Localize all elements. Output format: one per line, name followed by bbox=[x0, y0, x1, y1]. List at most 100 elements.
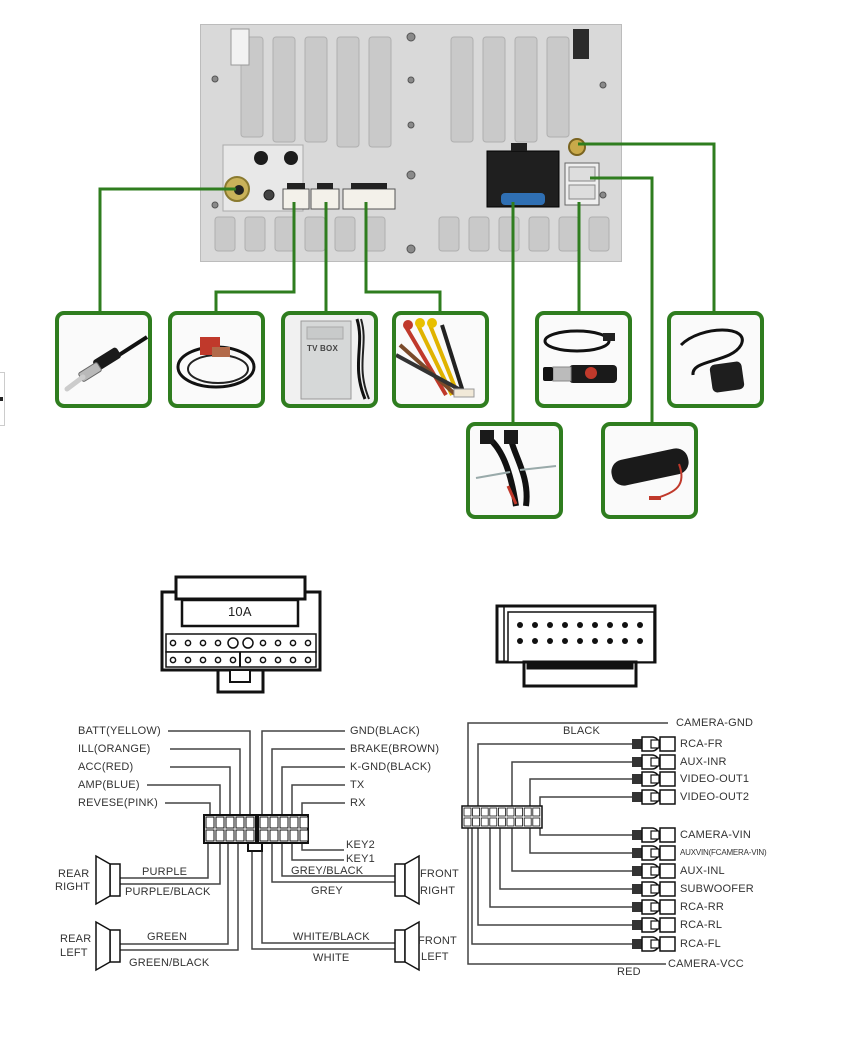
microphone-image bbox=[176, 337, 256, 389]
power-pin-top bbox=[184, 639, 192, 647]
rca-wire bbox=[477, 828, 632, 926]
av-plug-cell bbox=[532, 807, 541, 817]
wire-label-red: RED bbox=[617, 966, 641, 978]
av-pin-top bbox=[532, 622, 538, 628]
accessory-3g-dongle bbox=[601, 422, 698, 519]
rca-output-label: RCA-RR bbox=[680, 901, 724, 913]
fuse-rating: 10A bbox=[228, 604, 252, 619]
power-harness-cells bbox=[205, 816, 309, 842]
wire-label-purple: PURPLE bbox=[142, 866, 188, 878]
power-pin-top bbox=[274, 639, 282, 647]
tv-box-text: TV BOX bbox=[307, 344, 338, 353]
power-pin-bottom bbox=[169, 656, 177, 664]
power-pin-bottom bbox=[214, 656, 222, 664]
rca-plug-icon bbox=[632, 917, 676, 933]
3g-dongle-image bbox=[611, 448, 689, 500]
power-pin-bottom bbox=[244, 656, 252, 664]
speaker-label-rear-right-1: REAR bbox=[58, 868, 90, 880]
antenna-adapter-image bbox=[64, 335, 148, 392]
head-unit-rear-panel bbox=[200, 24, 622, 262]
av-pin-top bbox=[577, 622, 583, 628]
av-harness-cells bbox=[463, 807, 541, 827]
power-harness-image bbox=[475, 430, 557, 507]
rca-plug-icon bbox=[632, 736, 676, 752]
av-plug-cell bbox=[506, 807, 515, 817]
wire-label-ill: ILL(ORANGE) bbox=[78, 743, 151, 755]
rca-output-label: RCA-FL bbox=[680, 938, 721, 950]
rca-output-label: AUX-INL bbox=[680, 865, 725, 877]
av-pin-bottom bbox=[532, 638, 538, 644]
wire-label-acc: ACC(RED) bbox=[78, 761, 134, 773]
harness-cell bbox=[215, 816, 225, 829]
accessory-microphone-cable bbox=[168, 311, 265, 408]
rca-cable-image bbox=[396, 318, 475, 398]
rca-output-label: RCA-RL bbox=[680, 919, 723, 931]
power-pin-bottom bbox=[229, 656, 237, 664]
av-pin-bottom bbox=[607, 638, 613, 644]
wire-label-tx: TX bbox=[350, 779, 365, 791]
wire-label-white: WHITE bbox=[313, 952, 350, 964]
wire-label-camera-vcc: CAMERA-VCC bbox=[668, 958, 744, 970]
av-pin-bottom bbox=[592, 638, 598, 644]
harness-cell bbox=[269, 816, 279, 829]
rca-wire bbox=[529, 828, 632, 854]
av-plug-cell bbox=[463, 807, 472, 817]
rca-output-label: SUBWOOFER bbox=[680, 883, 754, 895]
power-pin-top bbox=[242, 637, 254, 649]
gps-antenna-image bbox=[679, 328, 745, 393]
av-pin-top bbox=[547, 622, 553, 628]
harness-cell bbox=[259, 829, 269, 842]
rca-output-label: VIDEO-OUT2 bbox=[680, 791, 750, 803]
av-plug-cell bbox=[523, 817, 532, 827]
harness-cell bbox=[225, 829, 235, 842]
rca-wire bbox=[471, 828, 632, 945]
speaker-label-rear-left-1: REAR bbox=[60, 933, 92, 945]
av-plug-cell bbox=[489, 807, 498, 817]
wire-label-grey: GREY bbox=[311, 885, 343, 897]
rca-wire bbox=[539, 828, 632, 836]
av-plug-cell bbox=[515, 817, 523, 827]
front-right-speaker-icon bbox=[394, 854, 420, 906]
rca-wire bbox=[477, 743, 632, 806]
rear-right-speaker-icon bbox=[95, 854, 121, 906]
wire-label-key2: KEY2 bbox=[346, 839, 375, 851]
speaker-label-front-left-2: LEFT bbox=[421, 951, 449, 963]
power-pin-top bbox=[227, 637, 239, 649]
av-pin-bottom bbox=[562, 638, 568, 644]
av-pin-top bbox=[592, 622, 598, 628]
speaker-label-rear-right-2: RIGHT bbox=[55, 881, 91, 893]
av-connector-pins bbox=[517, 622, 643, 644]
harness-cell bbox=[245, 816, 255, 829]
harness-cell bbox=[299, 816, 309, 829]
usb-image bbox=[543, 329, 617, 383]
power-pin-bottom bbox=[184, 656, 192, 664]
wire-label-key1: KEY1 bbox=[346, 853, 375, 865]
power-connector-outline bbox=[160, 575, 322, 694]
power-pin-bottom bbox=[274, 656, 282, 664]
av-plug-cell bbox=[506, 817, 515, 827]
rca-plug-icon bbox=[632, 771, 676, 787]
av-plug-cell bbox=[480, 807, 489, 817]
av-plug-cell bbox=[463, 817, 472, 827]
av-wires bbox=[467, 722, 668, 965]
rca-plug-icon bbox=[632, 845, 676, 861]
rca-wire bbox=[511, 828, 632, 872]
rca-plug-icon bbox=[632, 827, 676, 843]
power-pin-top bbox=[199, 639, 207, 647]
harness-cell bbox=[225, 816, 235, 829]
power-pin-top bbox=[289, 639, 297, 647]
av-pin-top bbox=[562, 622, 568, 628]
rca-plug-icon bbox=[632, 899, 676, 915]
harness-cell bbox=[289, 816, 299, 829]
accessory-power-harness bbox=[466, 422, 563, 519]
harness-cell bbox=[259, 816, 269, 829]
wire-label-purple-black: PURPLE/BLACK bbox=[125, 886, 211, 898]
rca-wire bbox=[539, 796, 632, 806]
av-pin-bottom bbox=[517, 638, 523, 644]
rca-output-label: RCA-FR bbox=[680, 738, 723, 750]
tv-box-image bbox=[300, 318, 370, 400]
rca-wire bbox=[511, 761, 632, 806]
power-connector-pins bbox=[169, 637, 312, 664]
harness-cell bbox=[235, 816, 245, 829]
av-rca-wires bbox=[471, 743, 632, 945]
